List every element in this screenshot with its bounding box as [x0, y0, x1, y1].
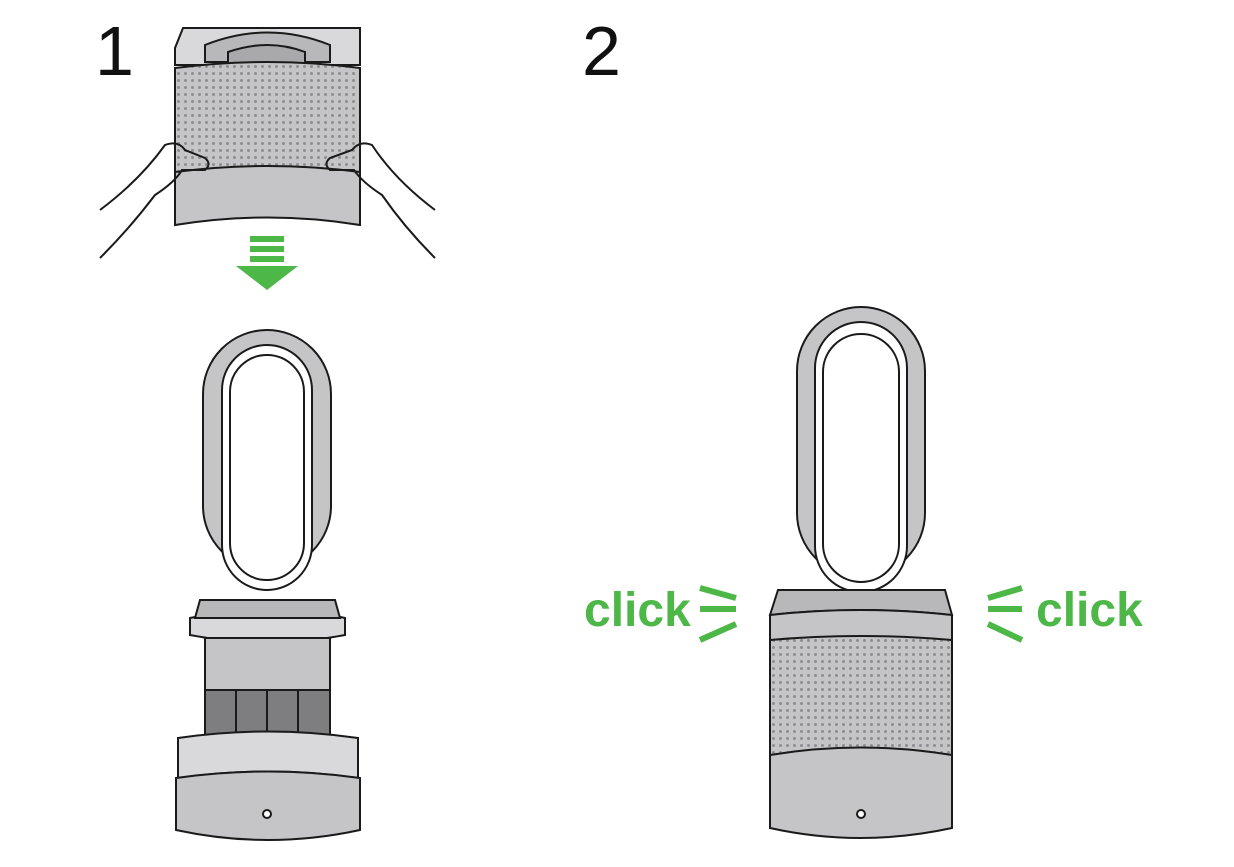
step-2-panel: 2 click clic	[582, 12, 1143, 839]
assembled-fan-unit	[768, 306, 954, 839]
click-lines-icon	[698, 585, 738, 643]
right-hand-icon	[325, 142, 436, 259]
click-lines-icon	[986, 585, 1024, 643]
click-label-right: click	[1036, 584, 1143, 637]
step-1-number: 1	[95, 12, 134, 90]
down-arrow-icon	[236, 236, 298, 290]
click-label-left: click	[584, 584, 691, 637]
filter-shroud	[174, 27, 361, 227]
step-1-panel: 1	[95, 12, 436, 841]
fan-base-unit	[175, 329, 361, 841]
right-click-indicator: click	[986, 584, 1143, 643]
step-2-number: 2	[582, 12, 621, 90]
left-hand-icon	[99, 142, 210, 259]
left-click-indicator: click	[584, 584, 738, 643]
